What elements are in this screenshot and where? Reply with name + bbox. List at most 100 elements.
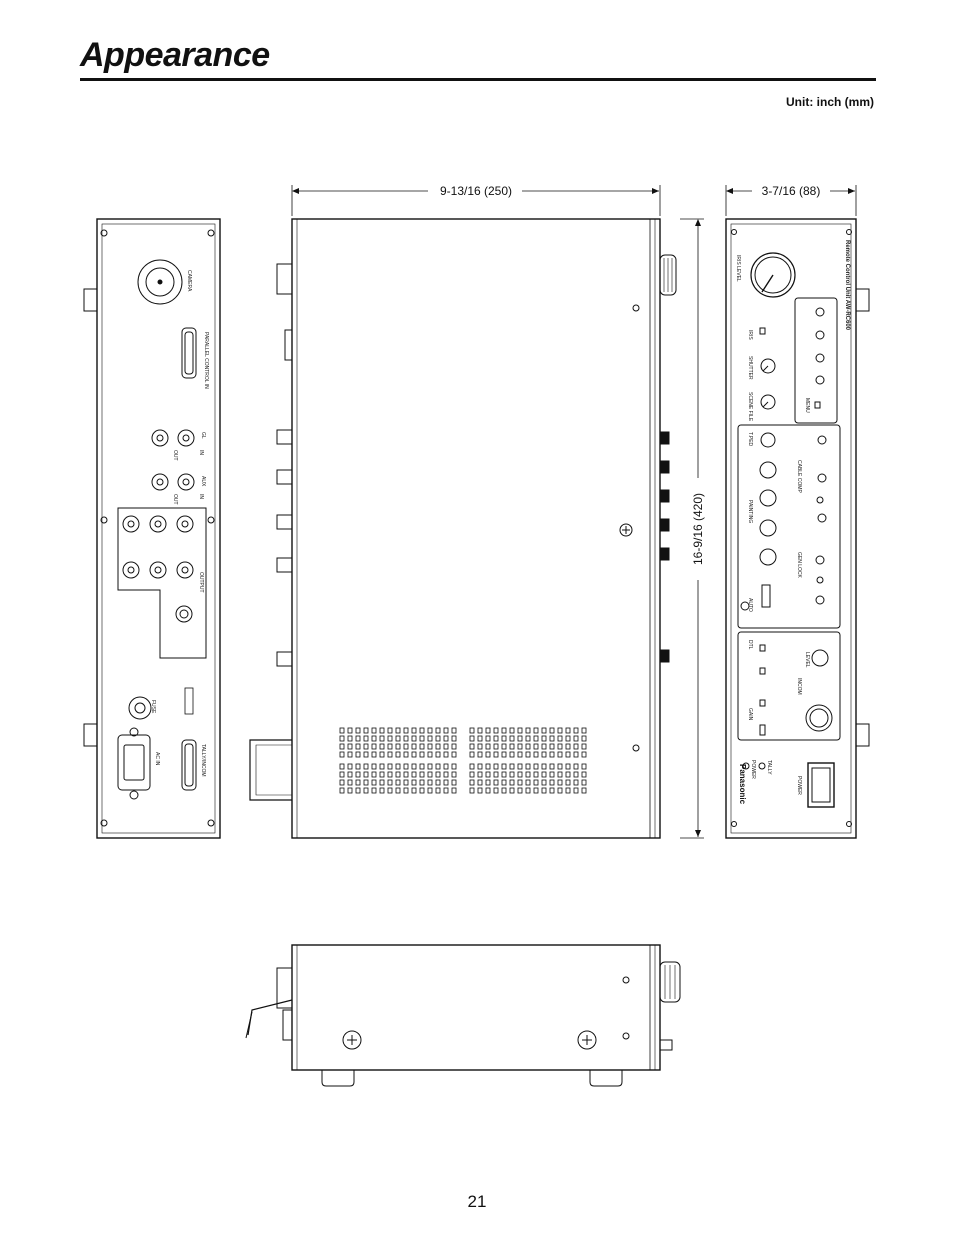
height-dimension-label: 16-9/16 (420) — [691, 493, 705, 565]
vent-slot — [363, 763, 369, 770]
vent-slot — [347, 779, 353, 786]
vent-slot — [477, 727, 483, 734]
vent-slot — [395, 779, 401, 786]
vent-slot — [339, 751, 345, 758]
vent-slot — [557, 787, 563, 794]
vent-slot — [403, 787, 409, 794]
vent-slot — [435, 751, 441, 758]
vent-slot — [347, 735, 353, 742]
vent-slot — [565, 763, 571, 770]
vent-slot — [387, 779, 393, 786]
vent-slot — [493, 735, 499, 742]
vent-slot — [411, 735, 417, 742]
vent-slot — [509, 779, 515, 786]
vent-slot — [501, 727, 507, 734]
label-ac-in: AC IN — [154, 752, 160, 766]
vent-slot — [443, 771, 449, 778]
vent-slot — [363, 743, 369, 750]
vent-slot — [477, 735, 483, 742]
vent-slot — [557, 779, 563, 786]
vent-slot — [347, 771, 353, 778]
vent-slot — [549, 763, 555, 770]
vent-slot — [573, 751, 579, 758]
vent-slot — [573, 735, 579, 742]
vent-slot — [451, 771, 457, 778]
vent-slot — [435, 763, 441, 770]
vent-slot — [427, 727, 433, 734]
label-aux: AUX — [200, 476, 206, 487]
vent-slot — [435, 787, 441, 794]
vent-slot — [411, 779, 417, 786]
vent-slot — [581, 787, 587, 794]
vent-slot — [363, 735, 369, 742]
vent-slot — [395, 735, 401, 742]
vent-slot — [443, 787, 449, 794]
vent-slot — [557, 763, 563, 770]
vent-slot — [443, 735, 449, 742]
vent-slot — [451, 735, 457, 742]
vent-slot — [419, 787, 425, 794]
vent-slot — [541, 787, 547, 794]
ac-inlet — [117, 727, 151, 800]
brand-logo-text: Panasonic — [738, 764, 747, 805]
vent-slot — [379, 743, 385, 750]
vent-slot — [419, 727, 425, 734]
vent-slot — [581, 743, 587, 750]
vent-slot — [581, 735, 587, 742]
vent-slot — [509, 727, 515, 734]
vent-slot — [379, 751, 385, 758]
vent-slot — [517, 735, 523, 742]
vent-slot — [525, 763, 531, 770]
vent-slot — [501, 779, 507, 786]
vent-slot — [387, 735, 393, 742]
vent-slot — [549, 735, 555, 742]
vent-slot — [379, 727, 385, 734]
vent-slot — [485, 763, 491, 770]
vent-slot — [541, 763, 547, 770]
vent-slot — [565, 743, 571, 750]
vent-slot — [427, 751, 433, 758]
label-output: OUTPUT — [198, 572, 204, 593]
page-number: 21 — [467, 1192, 487, 1211]
vent-slot — [501, 743, 507, 750]
vent-slot — [339, 779, 345, 786]
vent-slot — [371, 763, 377, 770]
vent-slot — [549, 779, 555, 786]
vent-slot — [379, 787, 385, 794]
vent-slot — [493, 787, 499, 794]
vent-slot — [435, 735, 441, 742]
label-out-2: OUT — [172, 494, 178, 505]
vent-slot — [347, 743, 353, 750]
parallel-control-connector — [181, 327, 197, 379]
vent-slot — [411, 763, 417, 770]
label-parallel-control: PARALLEL CONTROL IN — [203, 332, 209, 389]
label-in-1: IN — [198, 450, 204, 455]
vent-slot — [363, 779, 369, 786]
vent-slot — [339, 727, 345, 734]
front-panel-view — [725, 218, 870, 839]
vent-slot — [485, 735, 491, 742]
vent-slot — [549, 771, 555, 778]
vent-slot — [533, 751, 539, 758]
vent-slot — [573, 743, 579, 750]
vent-slot — [525, 779, 531, 786]
vent-slot — [347, 787, 353, 794]
vent-slot — [533, 727, 539, 734]
iris-level-knob — [750, 252, 796, 298]
vent-slot — [525, 727, 531, 734]
vent-slot — [371, 779, 377, 786]
vent-slot — [517, 751, 523, 758]
vent-slot — [557, 727, 563, 734]
vent-slot — [485, 743, 491, 750]
label-dtl: DTL — [747, 640, 753, 650]
vent-slot — [557, 743, 563, 750]
vent-slot — [485, 727, 491, 734]
width-dimension-label: 3-7/16 (88) — [762, 184, 821, 198]
vent-slot — [533, 771, 539, 778]
vent-slot — [533, 735, 539, 742]
label-cable-comp: CABLE COMP — [796, 460, 802, 493]
vent-slot — [355, 751, 361, 758]
vent-slot — [509, 763, 515, 770]
page-title: Appearance — [80, 36, 270, 74]
vent-slot — [501, 787, 507, 794]
